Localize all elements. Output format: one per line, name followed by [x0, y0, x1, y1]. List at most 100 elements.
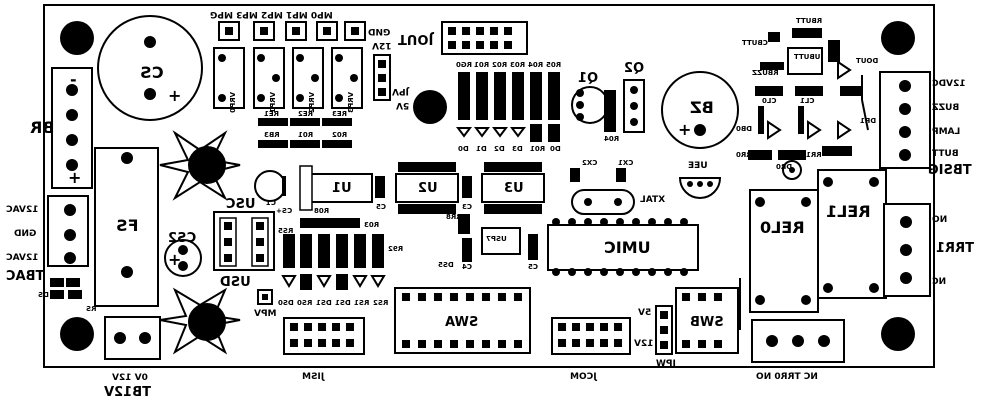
label-r08: R08: [314, 207, 330, 215]
mounting-hole-br: [881, 317, 915, 351]
mounting-hole-bl: [60, 317, 94, 351]
label-cl1: CL1: [800, 97, 815, 105]
label-cs: CS: [140, 63, 164, 82]
label-re2: RE2: [298, 110, 314, 118]
label-usd: USD: [220, 275, 251, 290]
label-butt: BUTT: [932, 149, 959, 159]
label-in-led-0: DS0: [278, 299, 294, 307]
regulator-top: [159, 130, 241, 201]
label-umic: UMIC: [604, 238, 651, 257]
label-br: BR: [30, 118, 55, 137]
label-in-led-3: DS1: [335, 299, 351, 307]
label-mpv: MPV: [254, 309, 277, 319]
usp7: [481, 227, 521, 255]
tb12v-terminal: [104, 316, 161, 360]
label-swb: SWB: [690, 315, 724, 330]
ic-u1: [299, 165, 373, 211]
mounting-hole-tr: [881, 21, 915, 55]
label-uee: UEE: [688, 161, 708, 171]
label-tb12v: TB12V: [104, 385, 151, 400]
label-5v-jpw: 5V: [638, 308, 652, 318]
label-out-led-1: D1: [476, 145, 487, 153]
label-xtal: XTAL: [640, 195, 666, 205]
rel1-relay: [817, 169, 887, 299]
label-in-led-4: RS1: [354, 299, 370, 307]
label-rbuzz: RBUZZ: [752, 69, 779, 77]
label-r03: R03: [364, 221, 380, 229]
label-br-minus: -: [70, 70, 77, 89]
label-jcom: JCOM: [570, 372, 597, 382]
label-c3: C3: [462, 203, 473, 211]
label-c4: C4: [462, 263, 473, 271]
label-dout: DOUT: [856, 57, 879, 65]
label-q2: Q2: [624, 61, 645, 76]
label-out-res-1: R01: [474, 61, 490, 69]
label-mp-header: MP0 MP1 MP2 MP3 MPG: [210, 9, 333, 19]
label-out-led-2: D2: [494, 145, 505, 153]
label-re3: RE3: [332, 110, 348, 118]
label-rb3: RB3: [264, 131, 280, 139]
label-in-led-1: RS0: [297, 299, 313, 307]
label-tbr0: NC TRR0 NO: [756, 372, 818, 382]
label-rb-r02: R02: [332, 131, 348, 139]
output-resistors: [458, 72, 560, 120]
label-in-led-5: RS2: [373, 299, 389, 307]
label-out-res-4: R04: [528, 61, 544, 69]
label-swa: SWA: [445, 315, 479, 330]
label-12vac-top: 12VAC: [6, 205, 39, 215]
label-fs: FS: [116, 216, 139, 235]
label-out-res-5: R05: [546, 61, 562, 69]
label-rs: RS: [86, 305, 97, 313]
label-vrp0: VRP0: [229, 92, 237, 113]
xtal: [571, 189, 635, 215]
label-rr8: RR8: [446, 213, 462, 221]
label-bz-plus: +: [678, 120, 692, 139]
output-leds: [456, 127, 526, 138]
label-out-led-4: R01: [530, 145, 546, 153]
label-tbac: TBAC: [6, 269, 45, 284]
label-r04: R04: [604, 135, 620, 143]
label-12v-jpw: 12V: [634, 339, 654, 349]
label-tb12v-pins: 0V 12V: [112, 373, 148, 383]
label-rr0: RR0: [736, 151, 752, 159]
cs2-capacitor: [164, 239, 202, 277]
label-cx1: CX1: [618, 159, 634, 167]
label-jism: JISM: [302, 372, 325, 382]
label-jpv: JPV: [392, 86, 409, 96]
label-vrp3: VRP3: [347, 92, 355, 113]
label-gnd-tbac: GND: [14, 229, 37, 239]
label-c5b: C5: [528, 263, 539, 271]
ic-u3: [481, 162, 545, 214]
label-cs2: CS2: [168, 231, 197, 246]
label-tbsig: TBSIG: [928, 163, 972, 178]
label-usc: USC: [226, 197, 256, 212]
label-out-led-3: D3: [512, 145, 523, 153]
label-ds5: DS5: [438, 261, 454, 269]
label-lamp: LAMP: [932, 127, 961, 137]
label-cs-plus: +: [168, 86, 182, 105]
mounting-hole-tl: [60, 21, 94, 55]
label-cl0: CL0: [762, 97, 777, 105]
rel0-relay: [749, 189, 819, 313]
fs-fuse-holder: [94, 147, 159, 307]
jout-header: [441, 21, 528, 55]
swa-dip-switch: [394, 287, 531, 354]
label-u1: U1: [332, 181, 352, 196]
label-rel1: REL1: [826, 202, 871, 221]
label-5v-jpv: 5V: [396, 100, 410, 110]
label-re1: RE1: [264, 110, 280, 118]
label-cx2: CX2: [582, 159, 598, 167]
input-resistors: [283, 234, 384, 268]
label-dr1: DR1: [860, 117, 877, 125]
label-cbutt: CBUTT: [742, 39, 768, 47]
bz-buzzer: [661, 71, 739, 149]
label-nc-tbr1: NC: [932, 277, 947, 287]
label-rb-r01: R01: [298, 131, 314, 139]
label-csplus: CS+: [276, 207, 293, 215]
label-br-plus: +: [68, 168, 82, 187]
label-out-led-0: D0: [458, 145, 469, 153]
label-r92: R92: [388, 245, 404, 253]
label-db0: DB0: [736, 125, 753, 133]
label-12v-jout: 12V: [372, 40, 392, 50]
